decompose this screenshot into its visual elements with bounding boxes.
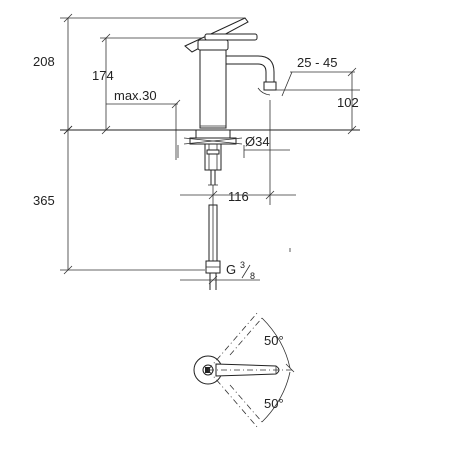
dim-swivel-range: 25 - 45 [257, 55, 355, 97]
dim-outlet-height: 102 [276, 67, 360, 130]
dim-label-365: 365 [33, 193, 55, 208]
angle-label-lower: 50° [264, 396, 284, 411]
dim-connection: G 3 8 [180, 260, 260, 285]
mounting-assembly [183, 129, 243, 290]
dim-below-height: 365 [33, 130, 205, 275]
top-view: 50° 50° [193, 311, 295, 429]
dim-label-102: 102 [337, 95, 359, 110]
dim-label-swivel: 25 - 45 [297, 55, 337, 70]
dim-hole-diameter: Ø34 [177, 134, 290, 158]
dim-label-max30: max.30 [114, 88, 157, 103]
dim-label-174: 174 [92, 68, 114, 83]
angle-label-upper: 50° [264, 333, 284, 348]
faucet-body [184, 17, 277, 129]
dim-reach: 116 [180, 100, 296, 205]
connection-fraction-den: 8 [250, 271, 255, 281]
connection-fraction-num: 3 [240, 260, 245, 270]
dim-total-height: 208 [33, 13, 245, 135]
dim-label-208: 208 [33, 54, 55, 69]
connection-thread-label: G [226, 262, 236, 277]
dim-label-116: 116 [228, 189, 249, 204]
dim-spout-height: 174 [92, 33, 210, 130]
dim-max-thickness: max.30 [106, 88, 181, 160]
dim-label-dia34: Ø34 [245, 134, 270, 149]
